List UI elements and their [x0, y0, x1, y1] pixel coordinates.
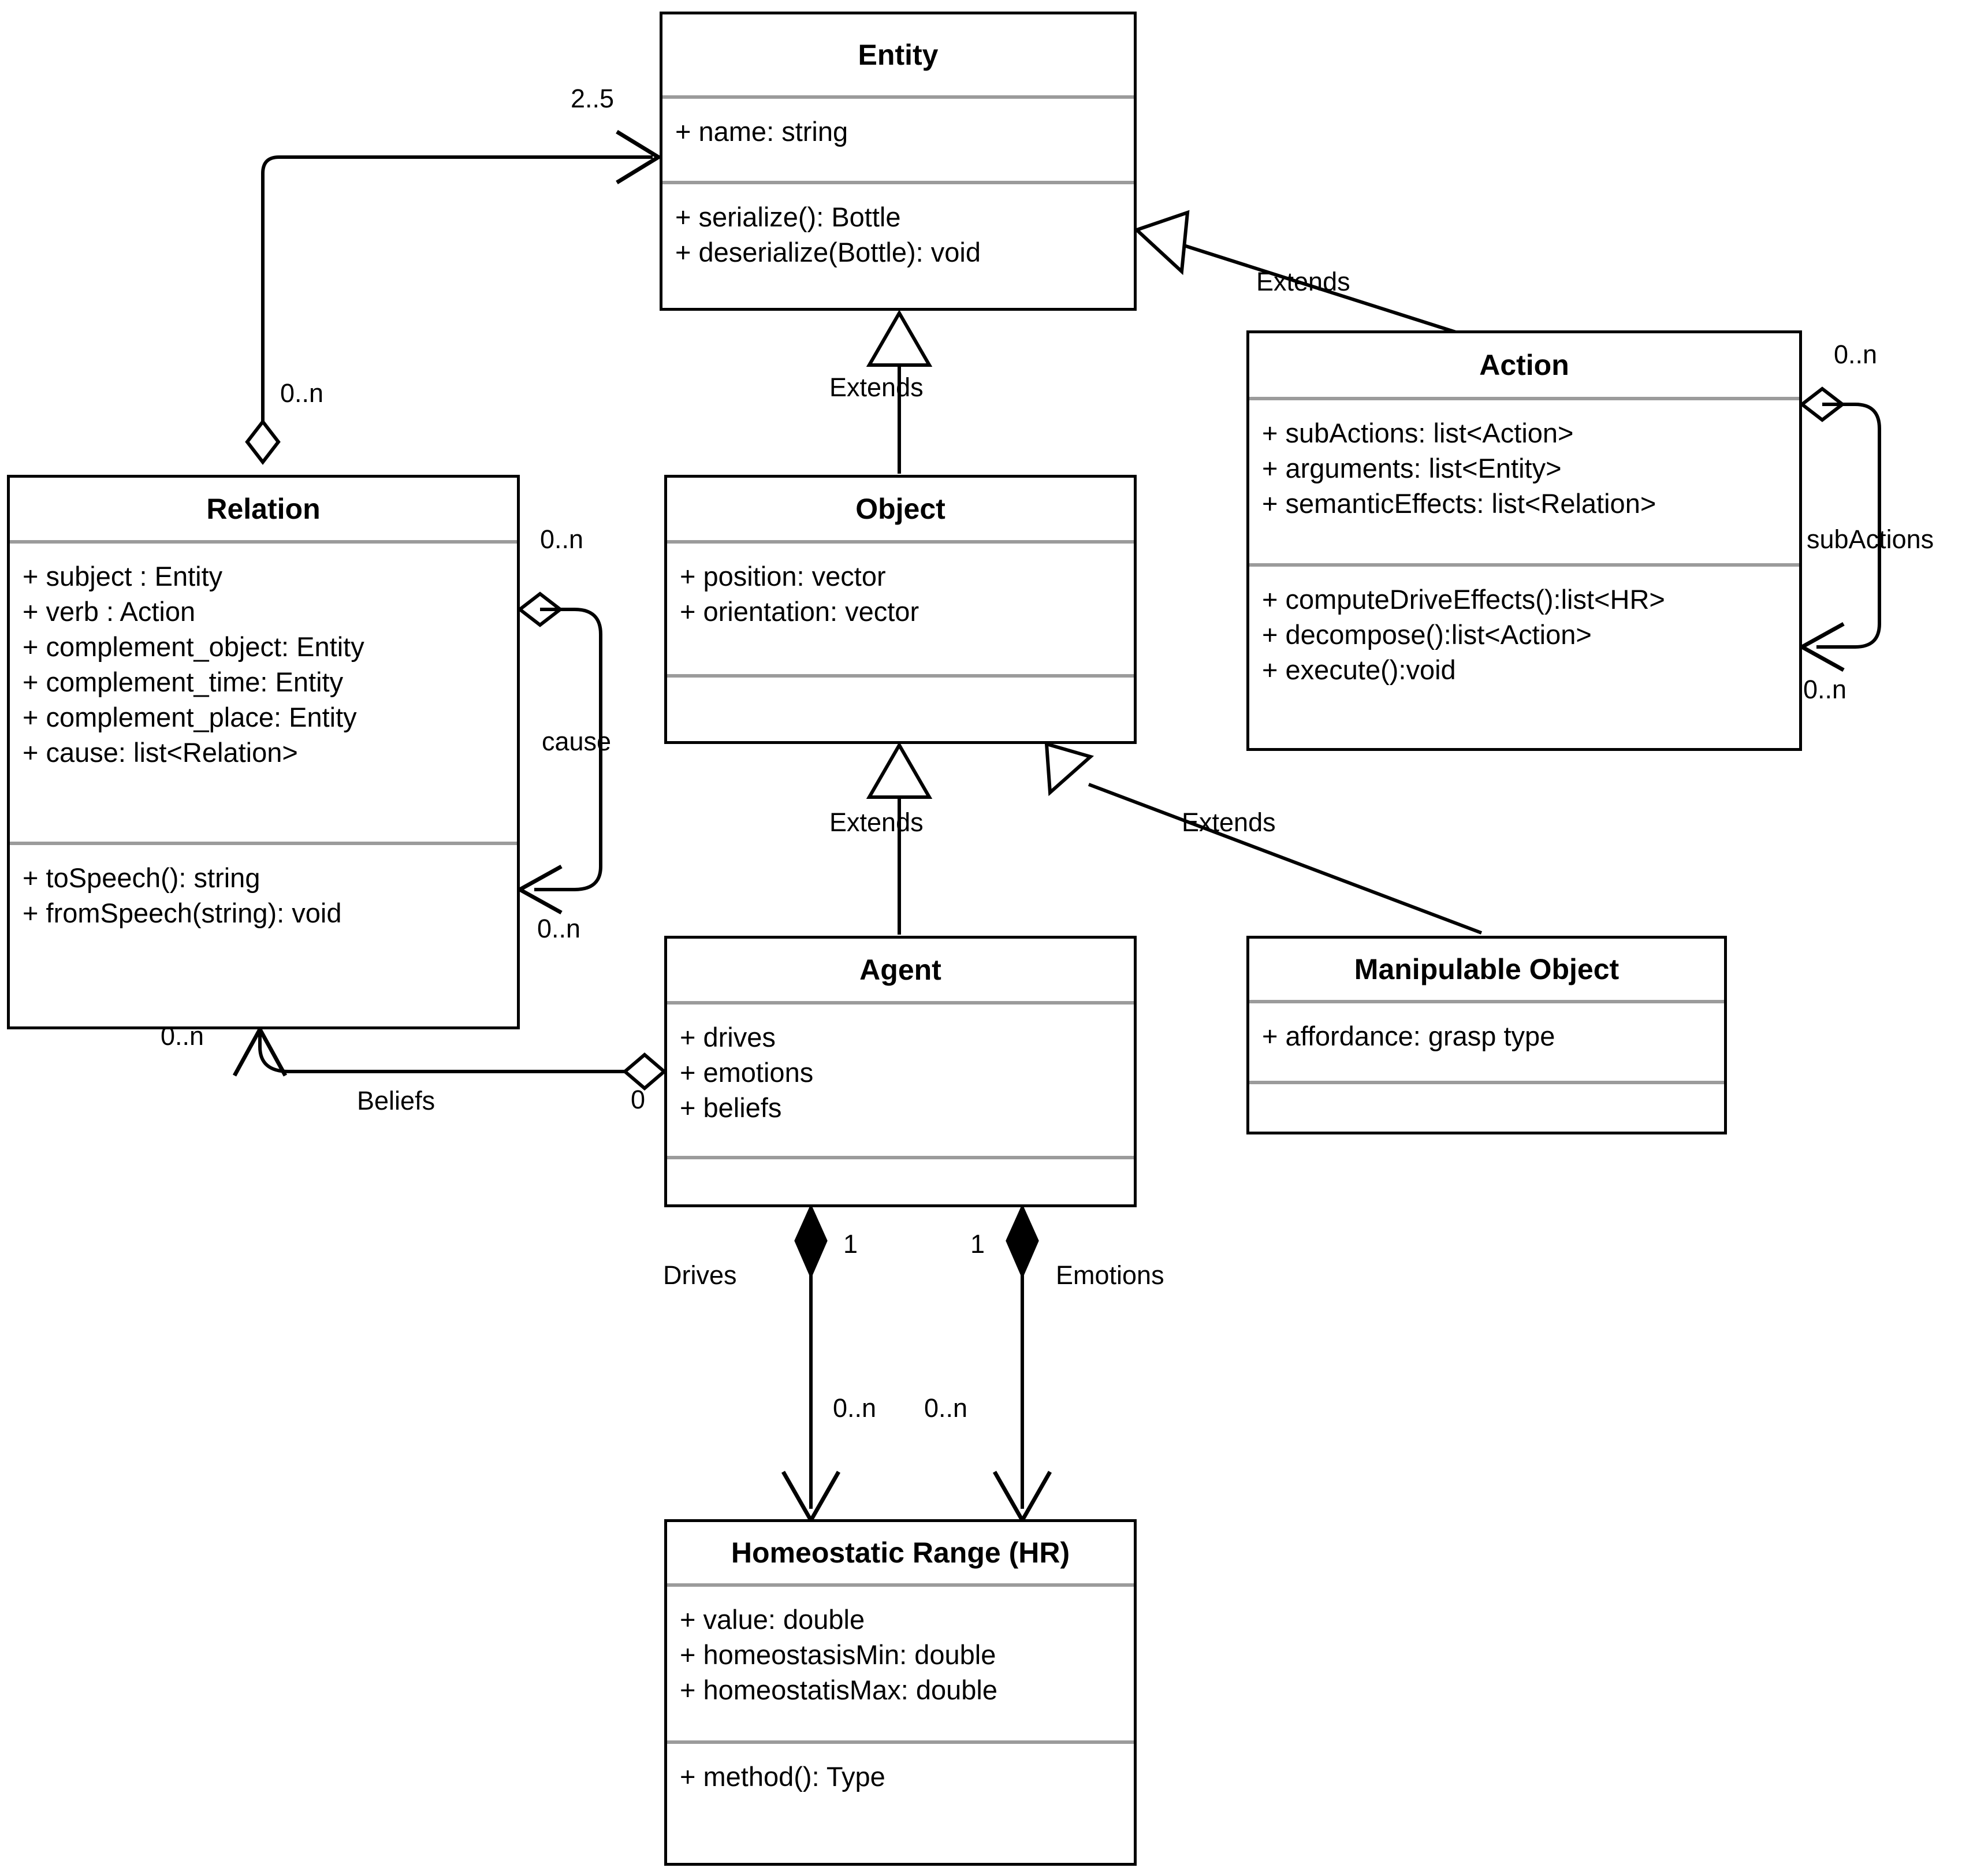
- edge-agent-to-object: [866, 742, 933, 935]
- multiplicity-drives-agent: 1: [843, 1229, 858, 1259]
- class-title-homeostatic-range: Homeostatic Range (HR): [731, 1537, 1070, 1569]
- class-member: + beliefs: [680, 1092, 782, 1123]
- edge-relation-to-entity: [245, 130, 662, 465]
- edge-agent-beliefs-relation: [232, 1025, 667, 1091]
- edge-agent-drives-hr: [781, 1203, 841, 1525]
- multiplicity-entity-target: 2..5: [571, 84, 615, 113]
- class-member: + semanticEffects: list<Relation>: [1262, 488, 1656, 519]
- class-member: + homeostasisMin: double: [680, 1639, 996, 1671]
- class-methods-agent: [667, 1156, 1134, 1204]
- multiplicity-subactions-top: 0..n: [1834, 340, 1878, 369]
- class-attributes-action: + subActions: list<Action> + arguments: …: [1249, 397, 1799, 563]
- edge-label-object-extends: Extends: [829, 373, 924, 402]
- class-member: + subActions: list<Action>: [1262, 418, 1574, 448]
- edge-label-action-extends: Extends: [1256, 267, 1350, 296]
- edge-label-cause: cause: [542, 727, 612, 756]
- multiplicity-cause-bottom: 0..n: [537, 914, 581, 943]
- class-member: + drives: [680, 1022, 776, 1052]
- class-member: + execute():void: [1262, 654, 1456, 686]
- class-attributes-manipulable-object: + affordance: grasp type: [1249, 1000, 1724, 1081]
- class-member: + value: double: [680, 1604, 865, 1635]
- multiplicity-drives-hr: 0..n: [833, 1393, 877, 1423]
- class-member: + verb : Action: [23, 596, 196, 627]
- class-member: + homeostatisMax: double: [680, 1675, 997, 1706]
- class-member: + cause: list<Relation>: [23, 737, 298, 768]
- class-methods-homeostatic-range: + method(): Type: [667, 1740, 1134, 1863]
- edge-action-to-entity: [1133, 210, 1462, 336]
- class-methods-action: + computeDriveEffects():list<HR> + decom…: [1249, 563, 1799, 748]
- class-member: + emotions: [680, 1057, 814, 1088]
- class-attributes-entity: + name: string: [662, 95, 1134, 181]
- class-member: + serialize(): Bottle: [675, 202, 901, 232]
- class-member: + method(): Type: [680, 1761, 885, 1792]
- class-box-manipulable-object[interactable]: Manipulable Object + affordance: grasp t…: [1246, 936, 1727, 1134]
- edge-label-subactions: subActions: [1807, 524, 1934, 554]
- class-member: + arguments: list<Entity>: [1262, 453, 1562, 484]
- class-methods-manipulable-object: [1249, 1081, 1724, 1132]
- edge-relation-cause-self: [515, 591, 602, 915]
- class-member: + complement_place: Entity: [23, 702, 357, 733]
- class-member: + toSpeech(): string: [23, 862, 260, 893]
- class-member: + fromSpeech(string): void: [23, 898, 342, 929]
- edge-agent-emotions-hr: [992, 1203, 1052, 1525]
- multiplicity-emotions-agent: 1: [970, 1229, 985, 1259]
- multiplicity-beliefs-agent: 0: [631, 1085, 646, 1114]
- class-box-agent[interactable]: Agent + drives + emotions + beliefs: [664, 936, 1137, 1207]
- class-methods-entity: + serialize(): Bottle + deserialize(Bott…: [662, 181, 1134, 308]
- class-attributes-object: + position: vector + orientation: vector: [667, 540, 1134, 674]
- edge-label-emotions: Emotions: [1056, 1260, 1164, 1290]
- class-member: + subject : Entity: [23, 561, 223, 591]
- multiplicity-relation-source: 0..n: [280, 378, 324, 408]
- edge-label-drives: Drives: [663, 1260, 737, 1290]
- class-box-entity[interactable]: Entity + name: string + serialize(): Bot…: [660, 12, 1137, 311]
- edge-label-agent-extends: Extends: [829, 808, 924, 837]
- class-title-action: Action: [1479, 349, 1569, 381]
- class-attributes-homeostatic-range: + value: double + homeostasisMin: double…: [667, 1583, 1134, 1740]
- class-member: + decompose():list<Action>: [1262, 619, 1592, 650]
- class-title-relation: Relation: [206, 493, 321, 525]
- edge-action-subactions-self: [1797, 386, 1881, 672]
- class-methods-relation: + toSpeech(): string + fromSpeech(string…: [10, 842, 517, 1026]
- class-member: + orientation: vector: [680, 596, 919, 627]
- edge-label-beliefs: Beliefs: [357, 1086, 435, 1115]
- multiplicity-cause-top: 0..n: [540, 524, 584, 554]
- class-box-object[interactable]: Object + position: vector + orientation:…: [664, 475, 1137, 744]
- edge-manipulable-to-object: [1044, 741, 1483, 935]
- class-title-object: Object: [855, 493, 945, 525]
- class-title-manipulable-object: Manipulable Object: [1354, 953, 1620, 985]
- class-member: + complement_time: Entity: [23, 667, 344, 698]
- edge-object-to-entity: [866, 310, 933, 474]
- class-box-homeostatic-range[interactable]: Homeostatic Range (HR) + value: double +…: [664, 1519, 1137, 1866]
- class-box-relation[interactable]: Relation + subject : Entity + verb : Act…: [7, 475, 520, 1029]
- class-attributes-agent: + drives + emotions + beliefs: [667, 1001, 1134, 1156]
- multiplicity-beliefs-relation: 0..n: [161, 1021, 204, 1051]
- class-member: + deserialize(Bottle): void: [675, 237, 981, 268]
- class-title-entity: Entity: [858, 39, 939, 71]
- class-title-agent: Agent: [859, 954, 941, 986]
- class-methods-object: [667, 674, 1134, 741]
- multiplicity-subactions-bottom: 0..n: [1803, 675, 1847, 704]
- class-member: + computeDriveEffects():list<HR>: [1262, 584, 1665, 615]
- class-member: + name: string: [675, 116, 848, 147]
- class-member: + position: vector: [680, 561, 886, 591]
- class-attributes-relation: + subject : Entity + verb : Action + com…: [10, 540, 517, 842]
- class-box-action[interactable]: Action + subActions: list<Action> + argu…: [1246, 330, 1802, 751]
- edge-label-manipulable-extends: Extends: [1182, 808, 1276, 837]
- class-member: + complement_object: Entity: [23, 631, 364, 663]
- multiplicity-emotions-hr: 0..n: [924, 1393, 968, 1423]
- class-member: + affordance: grasp type: [1262, 1021, 1555, 1051]
